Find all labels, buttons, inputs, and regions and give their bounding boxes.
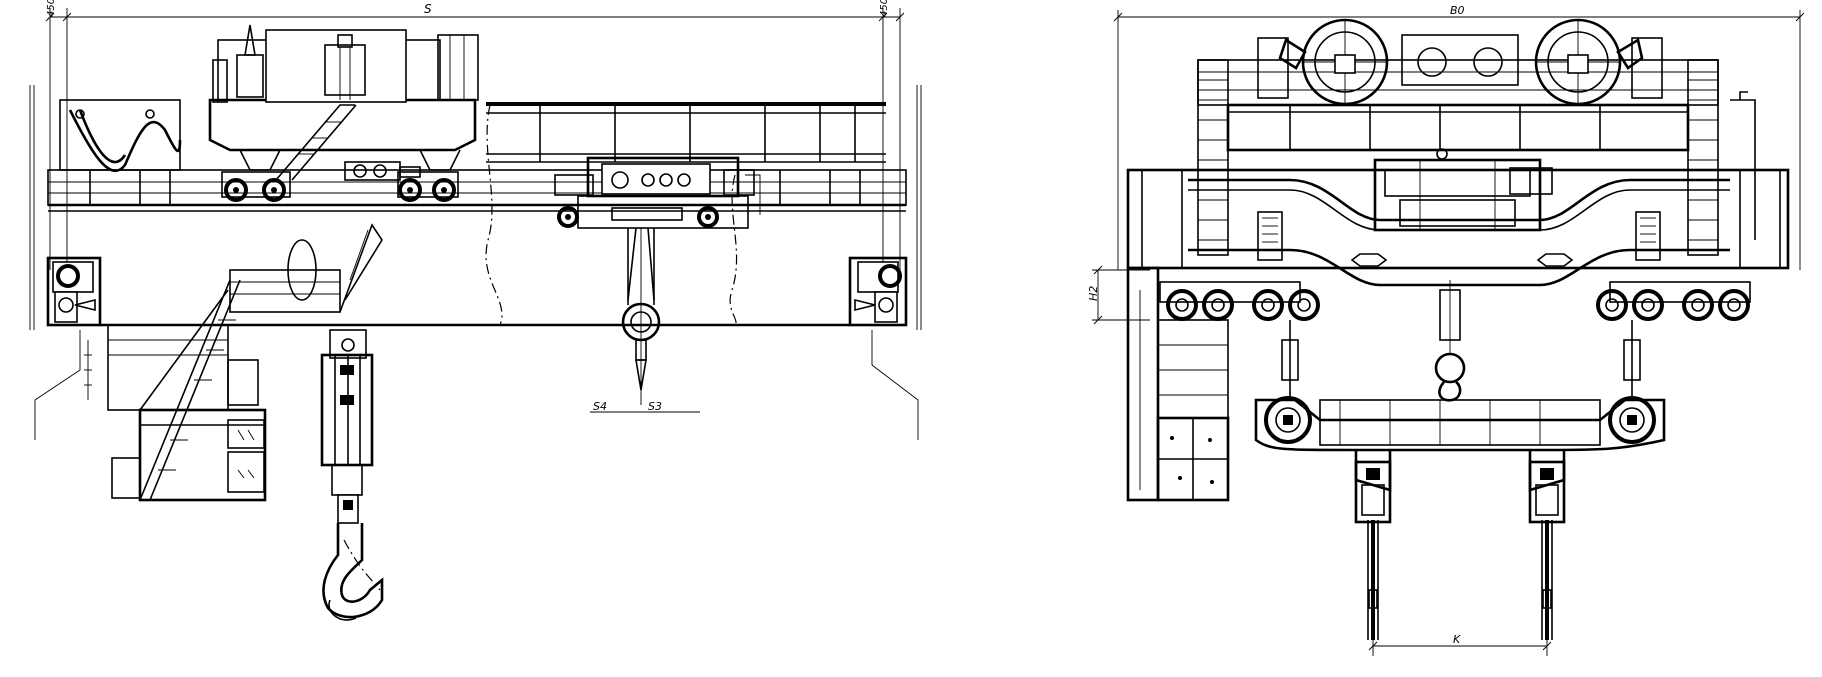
hook-spacing-dimension: K [1368,633,1552,656]
side-cab [1126,266,1230,502]
hook-limit-right-label: S3 [648,400,662,413]
side-elevation-view: B0 H2 [1087,4,1805,656]
auxiliary-hook [621,227,661,405]
right-end-carriage [848,256,908,327]
spreader-beam [1254,320,1666,492]
left-end-carriage [46,256,102,327]
trolley-wheels [221,161,459,202]
main-girder [48,104,906,327]
side-trolley-frame [1197,59,1719,152]
hook-limit-dimension: S4 S3 [590,400,700,413]
span-dimension: 450 S 450 [45,0,905,270]
access-stairs [84,223,383,502]
side-wheel-bogies [1159,281,1751,321]
runway-lines [29,85,922,440]
festoon-cable [59,99,182,173]
front-elevation-view: 450 S 450 [29,0,922,621]
hook-limit-left-label: S4 [593,400,607,413]
height-dimension: H2 [1087,265,1150,325]
right-clearance-label: 450 [879,0,890,17]
side-girder [1126,168,1790,287]
left-clearance-label: 450 [46,0,57,17]
side-center-unit [1373,148,1553,232]
width-label: B0 [1450,4,1465,17]
side-ladders [1197,59,1756,256]
walkway-railing [47,102,907,206]
main-hook-block [320,329,384,621]
lifting-tongs [1354,460,1566,640]
auxiliary-trolley [554,156,761,229]
main-trolley [208,24,479,181]
hoist-drums [1257,18,1663,106]
height-label: H2 [1087,286,1100,301]
side-center-hook [1434,280,1466,402]
span-label: S [424,2,432,16]
hook-spacing-label: K [1453,633,1461,646]
width-dimension: B0 [1113,4,1805,270]
